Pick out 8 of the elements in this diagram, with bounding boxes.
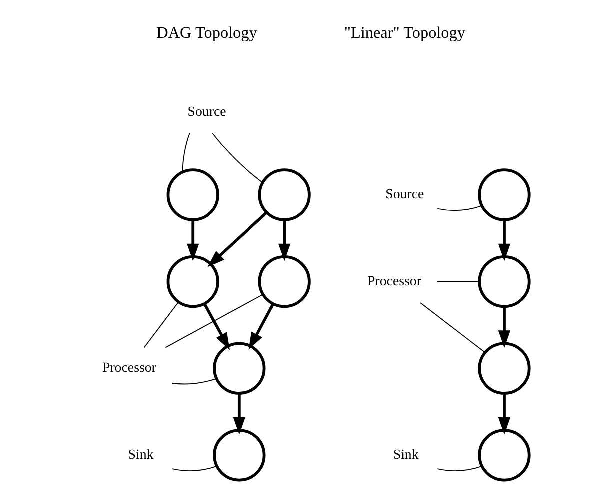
node-text: Source (187, 104, 226, 120)
node-text: Processor (367, 274, 421, 290)
node-text: Sink (128, 448, 154, 464)
label: DAG Topology (156, 24, 257, 42)
node-text: Source (385, 188, 424, 203)
label: "Linear" Topology (344, 24, 465, 42)
node-text: Processor (102, 361, 156, 376)
node-text: Sink (392, 448, 418, 464)
